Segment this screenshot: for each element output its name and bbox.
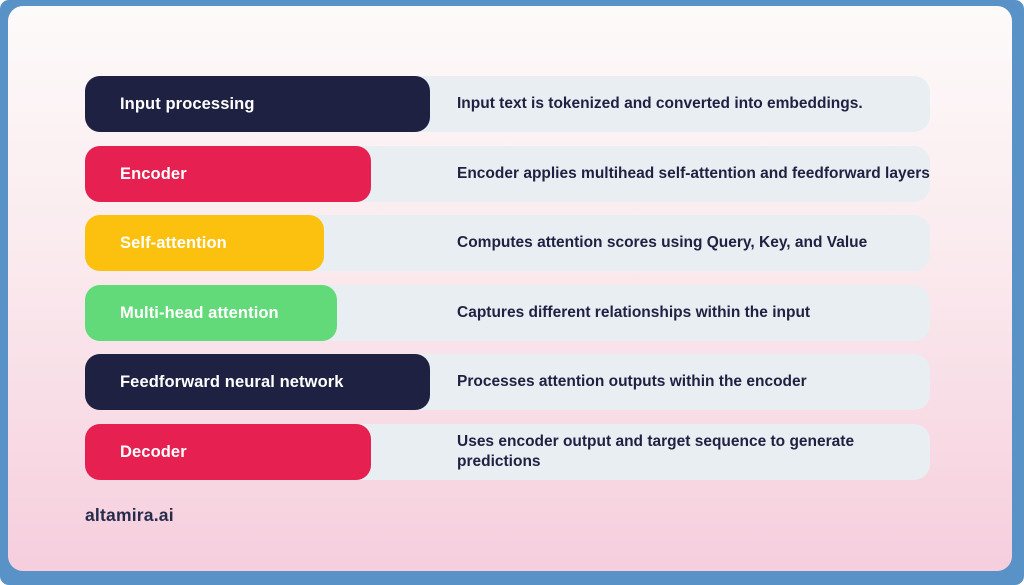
pill-multi-head-attention: Multi-head attention — [85, 285, 337, 341]
pill-label: Encoder — [120, 164, 187, 183]
pill-input-processing: Input processing — [85, 76, 430, 132]
pill-label: Multi-head attention — [120, 303, 279, 322]
pill-self-attention: Self-attention — [85, 215, 324, 271]
pill-label: Feedforward neural network — [120, 372, 344, 391]
diagram-row-input-processing: Input processing Input text is tokenized… — [85, 76, 930, 132]
description-text: Captures different relationships within … — [457, 304, 811, 321]
pill-label: Self-attention — [120, 233, 227, 252]
diagram-row-encoder: Encoder Encoder applies multihead self-a… — [85, 146, 930, 202]
pill-label: Decoder — [120, 442, 187, 461]
diagram-row-feedforward-network: Feedforward neural network Processes att… — [85, 354, 930, 410]
brand-text: altamira.ai — [85, 505, 174, 525]
description-text: Encoder applies multihead self-attention… — [457, 165, 930, 182]
diagram-row-multi-head-attention: Multi-head attention Captures different … — [85, 285, 930, 341]
diagram-row-self-attention: Self-attention Computes attention scores… — [85, 215, 930, 271]
pill-label: Input processing — [120, 94, 255, 113]
pill-decoder: Decoder — [85, 424, 371, 480]
description-text: Computes attention scores using Query, K… — [457, 234, 868, 251]
pill-feedforward-network: Feedforward neural network — [85, 354, 430, 410]
description-text: Uses encoder output and target sequence … — [457, 433, 855, 470]
description-text: Processes attention outputs within the e… — [457, 373, 807, 390]
diagram-row-decoder: Decoder Uses encoder output and target s… — [85, 424, 930, 480]
description-text: Input text is tokenized and converted in… — [457, 95, 863, 112]
pill-encoder: Encoder — [85, 146, 371, 202]
infographic-card: Input processing Input text is tokenized… — [8, 6, 1012, 571]
